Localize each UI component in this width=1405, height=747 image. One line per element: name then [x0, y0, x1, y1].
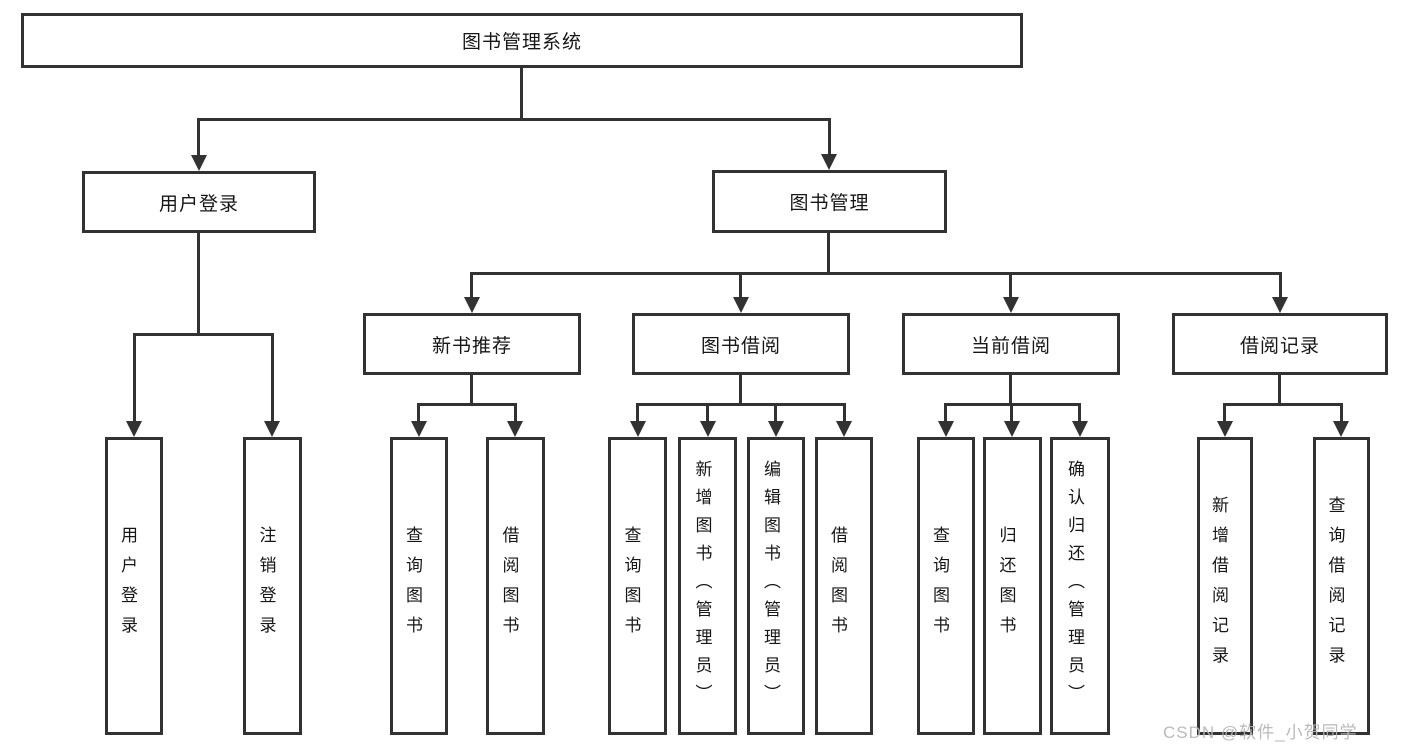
- arrow-down-icon: [1217, 421, 1233, 437]
- connector-book-management-stem: [827, 231, 830, 275]
- leaf-return-books: 归还图书: [983, 437, 1042, 735]
- leaf-borrow-books-2: 借阅图书: [815, 437, 873, 735]
- leaf-user-login-label: 用户登录: [118, 526, 137, 646]
- connector-drop: [1010, 403, 1013, 422]
- node-user-login: 用户登录: [82, 171, 316, 233]
- connector-borrowing-records-stem: [1278, 373, 1281, 405]
- leaf-user-login: 用户登录: [105, 437, 163, 735]
- leaf-borrow-books-1-label: 借阅图书: [499, 526, 519, 646]
- node-new-book-recommendation: 新书推荐: [363, 313, 581, 375]
- arrow-down-icon: [464, 297, 480, 313]
- arrow-down-icon: [821, 154, 837, 170]
- arrow-down-icon: [630, 421, 646, 437]
- leaf-edit-books-admin-label: 编辑图书（管理员）: [761, 460, 780, 712]
- leaf-logout-label: 注销登录: [256, 526, 276, 646]
- arrow-down-icon: [700, 421, 716, 437]
- connector-new-book-stem: [470, 373, 473, 405]
- arrow-down-icon: [1004, 421, 1020, 437]
- connector-drop: [514, 403, 517, 422]
- arrow-down-icon: [507, 421, 523, 437]
- leaf-add-books-admin-label: 新增图书（管理员）: [692, 460, 712, 712]
- csdn-watermark: CSDN @软件_小贺同学: [1163, 723, 1358, 742]
- arrow-down-icon: [191, 155, 207, 171]
- connector-current-borrowing-stem: [1009, 373, 1012, 405]
- leaf-confirm-return-admin-label: 确认归还（管理员）: [1065, 460, 1084, 712]
- connector-drop-current-borrow: [1009, 272, 1012, 298]
- connector-drop-user-login: [197, 118, 200, 158]
- connector-drop-book-management: [828, 118, 831, 157]
- node-new-book-recommendation-label: 新书推荐: [431, 335, 512, 357]
- node-root-library-management-system: 图书管理系统: [21, 13, 1023, 68]
- leaf-query-books-3: 查询图书: [917, 437, 975, 735]
- leaf-query-borrow-record: 查询借阅记录: [1313, 437, 1370, 735]
- arrow-down-icon: [938, 421, 954, 437]
- connector-drop: [1078, 403, 1081, 422]
- leaf-query-books-2: 查询图书: [608, 437, 667, 735]
- node-current-borrowing-label: 当前借阅: [970, 335, 1051, 357]
- leaf-borrow-books-1: 借阅图书: [486, 437, 545, 735]
- connector-book-borrowing-branch: [636, 403, 846, 406]
- connector-root-branch: [197, 118, 831, 121]
- leaf-add-borrow-record: 新增借阅记录: [1197, 437, 1253, 735]
- connector-book-management-branch: [470, 272, 1282, 275]
- arrow-down-icon: [1072, 421, 1088, 437]
- connector-drop: [706, 403, 709, 422]
- connector-drop: [843, 403, 846, 422]
- leaf-query-books-3-label: 查询图书: [930, 526, 949, 646]
- connector-book-borrowing-stem: [739, 373, 742, 405]
- connector-drop: [1223, 403, 1226, 422]
- arrow-down-icon: [126, 421, 142, 437]
- leaf-add-borrow-record-label: 新增借阅记录: [1209, 496, 1228, 676]
- node-book-borrowing: 图书借阅: [632, 313, 850, 375]
- leaf-return-books-label: 归还图书: [996, 526, 1016, 646]
- connector-borrowing-records-branch: [1223, 403, 1343, 406]
- leaf-logout: 注销登录: [243, 437, 302, 735]
- leaf-query-borrow-record-label: 查询借阅记录: [1325, 496, 1345, 676]
- leaf-borrow-books-2-label: 借阅图书: [828, 526, 847, 646]
- connector-user-login-stem: [197, 231, 200, 335]
- connector-drop-logout: [271, 333, 274, 422]
- connector-drop: [774, 403, 777, 422]
- arrow-down-icon: [1003, 297, 1019, 313]
- leaf-confirm-return-admin: 确认归还（管理员）: [1050, 437, 1110, 735]
- node-book-management-label: 图书管理: [789, 193, 870, 214]
- leaf-query-books-1: 查询图书: [390, 437, 448, 735]
- leaf-query-books-2-label: 查询图书: [621, 526, 641, 646]
- connector-drop-book-borrow: [739, 272, 742, 298]
- connector-drop-new-book: [470, 272, 473, 298]
- arrow-down-icon: [836, 421, 852, 437]
- connector-root-stem: [520, 65, 523, 120]
- connector-new-book-branch: [417, 403, 517, 406]
- connector-drop: [944, 403, 947, 422]
- connector-user-login-branch: [133, 333, 274, 336]
- connector-drop-login: [133, 333, 136, 422]
- node-book-borrowing-label: 图书借阅: [700, 335, 781, 357]
- node-borrowing-records-label: 借阅记录: [1239, 335, 1320, 357]
- connector-drop-borrow-records: [1279, 272, 1282, 298]
- arrow-down-icon: [411, 421, 427, 437]
- leaf-edit-books-admin: 编辑图书（管理员）: [747, 437, 805, 735]
- arrow-down-icon: [768, 421, 784, 437]
- leaf-add-books-admin: 新增图书（管理员）: [678, 437, 737, 735]
- arrow-down-icon: [1272, 297, 1288, 313]
- arrow-down-icon: [733, 297, 749, 313]
- connector-drop: [417, 403, 420, 422]
- connector-drop: [1340, 403, 1343, 422]
- node-root-label: 图书管理系统: [461, 32, 582, 53]
- arrow-down-icon: [264, 421, 280, 437]
- node-borrowing-records: 借阅记录: [1172, 313, 1388, 375]
- connector-drop: [636, 403, 639, 422]
- leaf-query-books-1-label: 查询图书: [403, 526, 422, 646]
- node-book-management: 图书管理: [712, 170, 947, 233]
- node-user-login-label: 用户登录: [158, 193, 239, 215]
- arrow-down-icon: [1333, 421, 1349, 437]
- node-current-borrowing: 当前借阅: [902, 313, 1120, 375]
